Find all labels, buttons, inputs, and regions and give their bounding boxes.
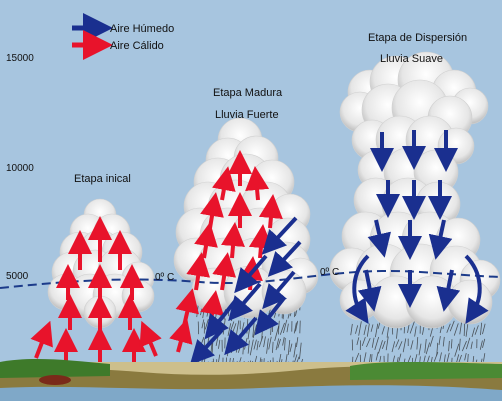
air-flow-arrows	[30, 130, 489, 365]
altitude-tick-10000: 10000	[6, 163, 34, 174]
freezing-label-2: 0º C	[320, 267, 339, 278]
legend: Aire Húmedo Aire Cálido	[72, 13, 174, 60]
stage-initial-title: Etapa inical	[74, 173, 131, 185]
altitude-tick-5000: 5000	[6, 271, 29, 282]
legend-humid-label: Aire Húmedo	[110, 23, 174, 35]
stage-dispersion-subtitle: Lluvia Suave	[380, 53, 443, 65]
stage-mature-subtitle: Lluvia Fuerte	[215, 109, 279, 121]
altitude-tick-15000: 15000	[6, 53, 34, 64]
stage-dispersion-title: Etapa de Dispersión	[368, 32, 467, 44]
legend-warm-label: Aire Cálido	[110, 40, 164, 52]
freezing-label-1: 0º C	[155, 272, 174, 283]
stage-mature-title: Etapa Madura	[213, 87, 283, 99]
ground-landscape	[0, 358, 502, 401]
